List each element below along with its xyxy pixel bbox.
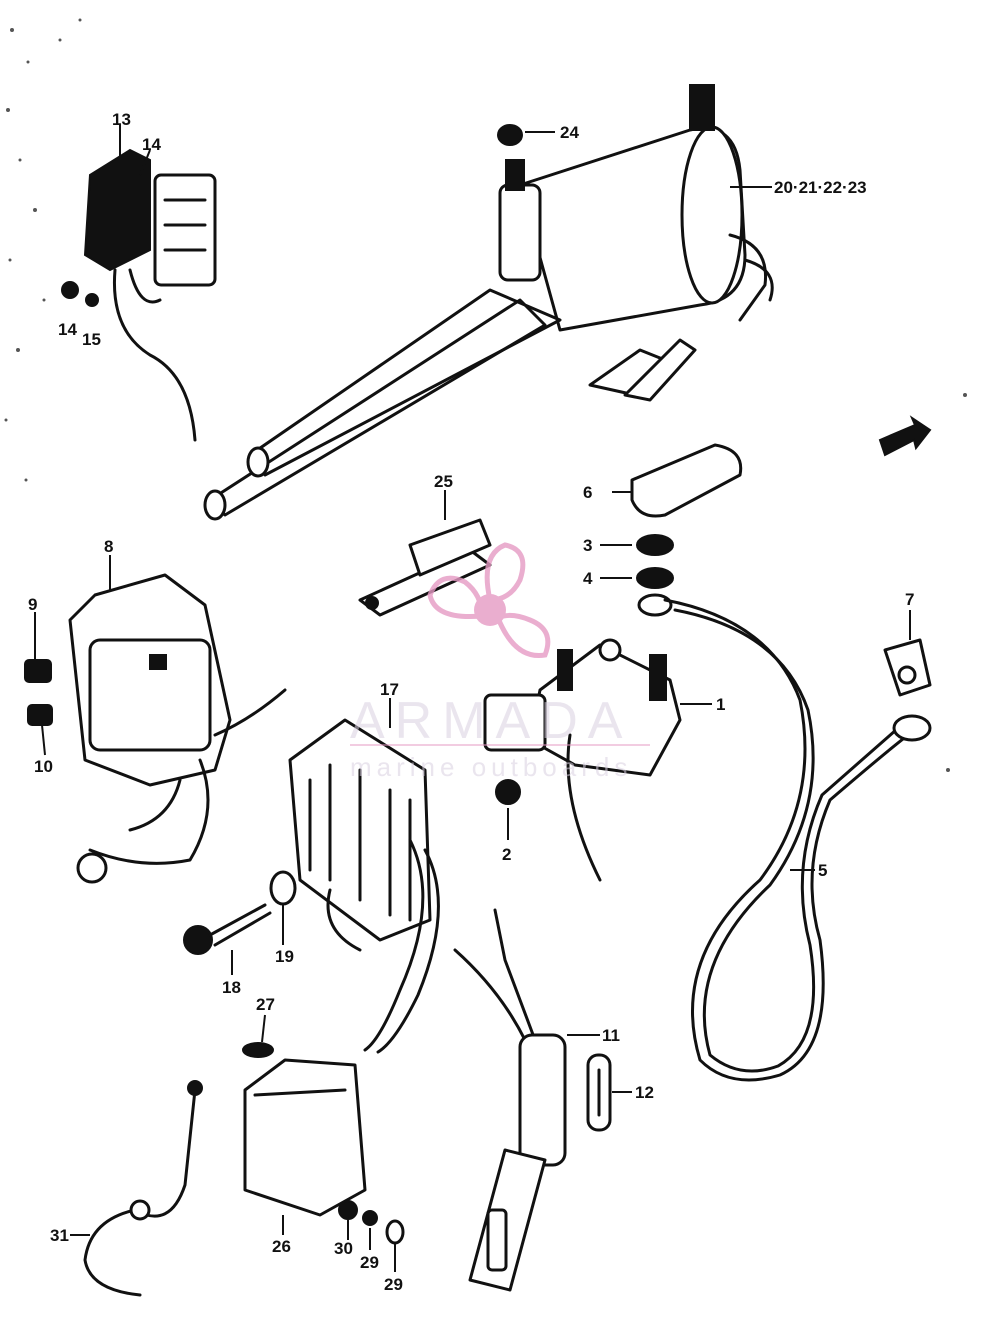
coil-screws bbox=[24, 659, 53, 726]
ignition-coil bbox=[68, 573, 287, 884]
callout-25: 25 bbox=[434, 472, 453, 491]
fuse bbox=[586, 1053, 612, 1132]
callout-11: 11 bbox=[602, 1026, 620, 1045]
cable-clamp bbox=[883, 638, 932, 697]
fuse-strip bbox=[358, 518, 492, 617]
fuse-holder bbox=[453, 908, 567, 1292]
callout-17: 17 bbox=[380, 680, 399, 699]
solenoid-bolt bbox=[495, 779, 521, 805]
callout-12: 12 bbox=[635, 1083, 654, 1102]
callout-29-bottom: 29 bbox=[384, 1275, 403, 1294]
callout-7: 7 bbox=[905, 590, 914, 609]
callout-13: 13 bbox=[112, 110, 131, 129]
rubber-cap bbox=[497, 124, 523, 146]
starter-motor bbox=[203, 84, 774, 521]
callout-15: 15 bbox=[82, 330, 101, 349]
grommet bbox=[242, 1042, 274, 1058]
callout-9: 9 bbox=[28, 595, 37, 614]
callout-5: 5 bbox=[818, 861, 827, 880]
callout-24: 24 bbox=[560, 123, 579, 142]
relay-box bbox=[243, 1058, 367, 1217]
callout-19: 19 bbox=[275, 947, 294, 966]
rectifier-regulator bbox=[288, 718, 440, 1054]
callout-labels: 20·21·22·23 24 13 14 14 15 1 5 8 9 10 2 … bbox=[28, 110, 914, 1294]
propeller-logo-icon bbox=[427, 542, 551, 659]
rectifier-screw bbox=[183, 903, 272, 955]
callout-2: 2 bbox=[502, 845, 511, 864]
callout-31: 31 bbox=[50, 1226, 69, 1245]
scan-noise bbox=[4, 18, 967, 772]
watermark: ARMADA marine outboards bbox=[350, 542, 650, 782]
rectifier-washer bbox=[269, 870, 297, 906]
ground-lead bbox=[83, 1080, 203, 1297]
callout-29-top: 29 bbox=[360, 1253, 379, 1272]
callout-27: 27 bbox=[256, 995, 275, 1014]
battery-cable bbox=[663, 598, 932, 1082]
callout-10: 10 bbox=[34, 757, 53, 776]
callout-14-bottom: 14 bbox=[58, 320, 77, 339]
callout-3: 3 bbox=[583, 536, 592, 555]
watermark-tagline: marine outboards bbox=[350, 752, 632, 782]
terminal-cover bbox=[630, 443, 743, 518]
callout-1: 1 bbox=[716, 695, 725, 714]
callout-4: 4 bbox=[583, 569, 593, 588]
leader-lines bbox=[34, 125, 911, 1272]
callout-6: 6 bbox=[583, 483, 592, 502]
watermark-brand: ARMADA bbox=[350, 692, 632, 750]
callout-26: 26 bbox=[272, 1237, 291, 1256]
cdi-connector-unit bbox=[61, 148, 217, 442]
callout-8: 8 bbox=[104, 537, 113, 556]
callout-18: 18 bbox=[222, 978, 241, 997]
small-hardware bbox=[338, 1200, 405, 1245]
callout-20-21-22-23: 20·21·22·23 bbox=[774, 178, 867, 197]
callout-14-top: 14 bbox=[142, 135, 161, 154]
direction-arrow-icon bbox=[878, 415, 932, 457]
callout-30: 30 bbox=[334, 1239, 353, 1258]
washers bbox=[636, 534, 674, 617]
